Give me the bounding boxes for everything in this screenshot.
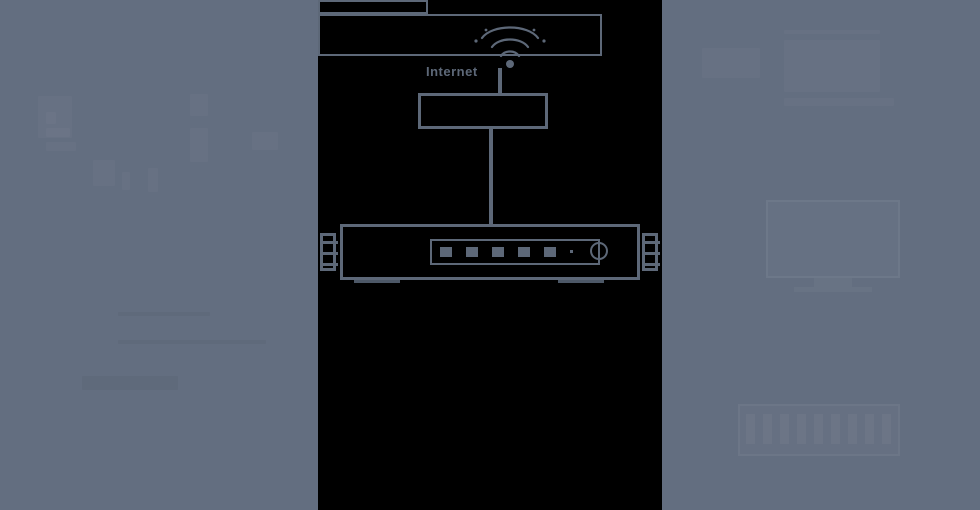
left-ghost-block-2 — [46, 112, 56, 124]
left-ghost-block-6 — [122, 172, 130, 190]
right-ghost-block-2 — [784, 40, 880, 92]
router-faceplate — [318, 0, 428, 14]
wifi-cloud-icon — [474, 26, 546, 68]
left-ghost-rule-2 — [118, 340, 266, 344]
monitor-base — [794, 287, 872, 292]
left-ghost-block-9 — [190, 128, 208, 162]
monitor-neck — [814, 278, 852, 287]
right-content-panel — [662, 0, 980, 510]
switch-port[interactable] — [466, 247, 478, 257]
left-ghost-rule-1 — [118, 312, 210, 316]
router-switch-link — [489, 129, 493, 224]
switch-port[interactable] — [544, 247, 556, 257]
router-uplink-line — [498, 68, 502, 94]
keyboard-icon — [738, 404, 900, 456]
switch-port[interactable] — [518, 247, 530, 257]
router-icon[interactable] — [418, 93, 548, 129]
monitor-icon — [766, 200, 900, 278]
switch-left-ear — [320, 233, 338, 271]
left-ghost-block-8 — [190, 94, 208, 116]
left-ghost-block-7 — [148, 168, 158, 192]
left-ghost-block-4 — [46, 142, 76, 151]
internet-label: Internet — [426, 64, 478, 79]
switch-right-ear — [642, 233, 660, 271]
network-diagram: Internet — [318, 0, 662, 510]
left-ghost-block-3 — [46, 128, 70, 137]
switch-status-led — [570, 250, 573, 253]
right-ghost-rule-2 — [784, 98, 894, 106]
right-ghost-rule-1 — [784, 30, 880, 34]
right-ghost-block-1 — [702, 48, 760, 78]
switch-foot — [354, 280, 400, 283]
switch-port-bank[interactable] — [430, 239, 600, 265]
power-icon[interactable] — [590, 241, 608, 260]
left-ghost-rule-3 — [82, 376, 178, 390]
switch-foot — [558, 280, 604, 283]
left-ghost-block-10 — [252, 132, 278, 150]
switch-port[interactable] — [492, 247, 504, 257]
switch-faceplate — [318, 14, 602, 56]
left-content-panel — [0, 0, 318, 510]
switch-port[interactable] — [440, 247, 452, 257]
left-ghost-block-5 — [93, 160, 115, 186]
